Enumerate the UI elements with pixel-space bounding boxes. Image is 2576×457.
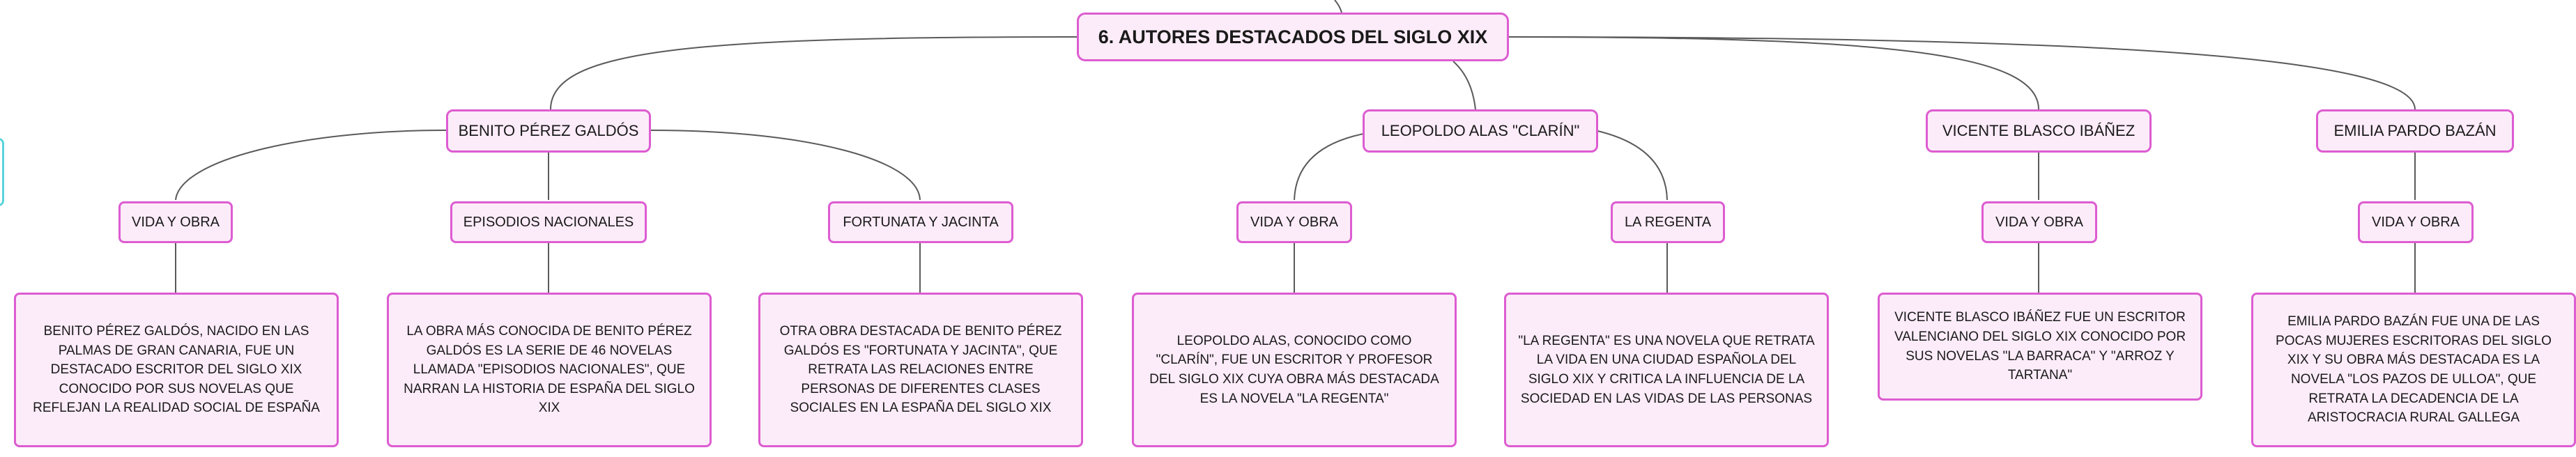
leaf-galdos-vida-y-obra[interactable]: BENITO PÉREZ GALDÓS, NACIDO EN LAS PALMA… xyxy=(14,293,339,447)
offscreen-node-edge xyxy=(0,138,4,206)
connector-parent-root xyxy=(1334,0,1342,13)
connector-root-blasco xyxy=(1506,36,2039,110)
topic-galdos-vida-y-obra[interactable]: VIDA Y OBRA xyxy=(118,201,233,243)
author-blasco[interactable]: VICENTE BLASCO IBÁÑEZ xyxy=(1926,109,2152,153)
connector-clarin-regenta xyxy=(1594,130,1668,201)
topic-blasco-vida-y-obra[interactable]: VIDA Y OBRA xyxy=(1981,201,2097,243)
leaf-blasco-vida-y-obra[interactable]: VICENTE BLASCO IBÁÑEZ FUE UN ESCRITOR VA… xyxy=(1878,293,2202,401)
topic-episodios-nacionales[interactable]: EPISODIOS NACIONALES xyxy=(450,201,647,243)
leaf-clarin-vida-y-obra[interactable]: LEOPOLDO ALAS, CONOCIDO COMO "CLARÍN", F… xyxy=(1132,293,1457,447)
author-pardo[interactable]: EMILIA PARDO BAZÁN xyxy=(2316,109,2514,153)
connector-root-pardo xyxy=(1506,36,2416,110)
leaf-pardo-vida-y-obra[interactable]: EMILIA PARDO BAZÁN FUE UNA DE LAS POCAS … xyxy=(2251,293,2576,447)
author-clarin[interactable]: LEOPOLDO ALAS "CLARÍN" xyxy=(1363,109,1598,153)
topic-clarin-vida-y-obra[interactable]: VIDA Y OBRA xyxy=(1236,201,1352,243)
root-topic[interactable]: 6. AUTORES DESTACADOS DEL SIGLO XIX xyxy=(1077,13,1509,61)
connector-root-galdos xyxy=(550,36,1080,110)
author-galdos[interactable]: BENITO PÉREZ GALDÓS xyxy=(446,109,651,153)
connector-galdos-vida xyxy=(175,130,447,201)
topic-fortunata-y-jacinta[interactable]: FORTUNATA Y JACINTA xyxy=(828,201,1013,243)
leaf-fortunata-y-jacinta[interactable]: OTRA OBRA DESTACADA DE BENITO PÉREZ GALD… xyxy=(758,293,1083,447)
leaf-episodios-nacionales[interactable]: LA OBRA MÁS CONOCIDA DE BENITO PÉREZ GAL… xyxy=(387,293,712,447)
connector-root-clarin xyxy=(1452,61,1476,110)
leaf-la-regenta[interactable]: "LA REGENTA" ES UNA NOVELA QUE RETRATA L… xyxy=(1504,293,1829,447)
topic-pardo-vida-y-obra[interactable]: VIDA Y OBRA xyxy=(2358,201,2474,243)
connector-galdos-fortunata xyxy=(650,130,921,201)
topic-la-regenta[interactable]: LA REGENTA xyxy=(1611,201,1725,243)
